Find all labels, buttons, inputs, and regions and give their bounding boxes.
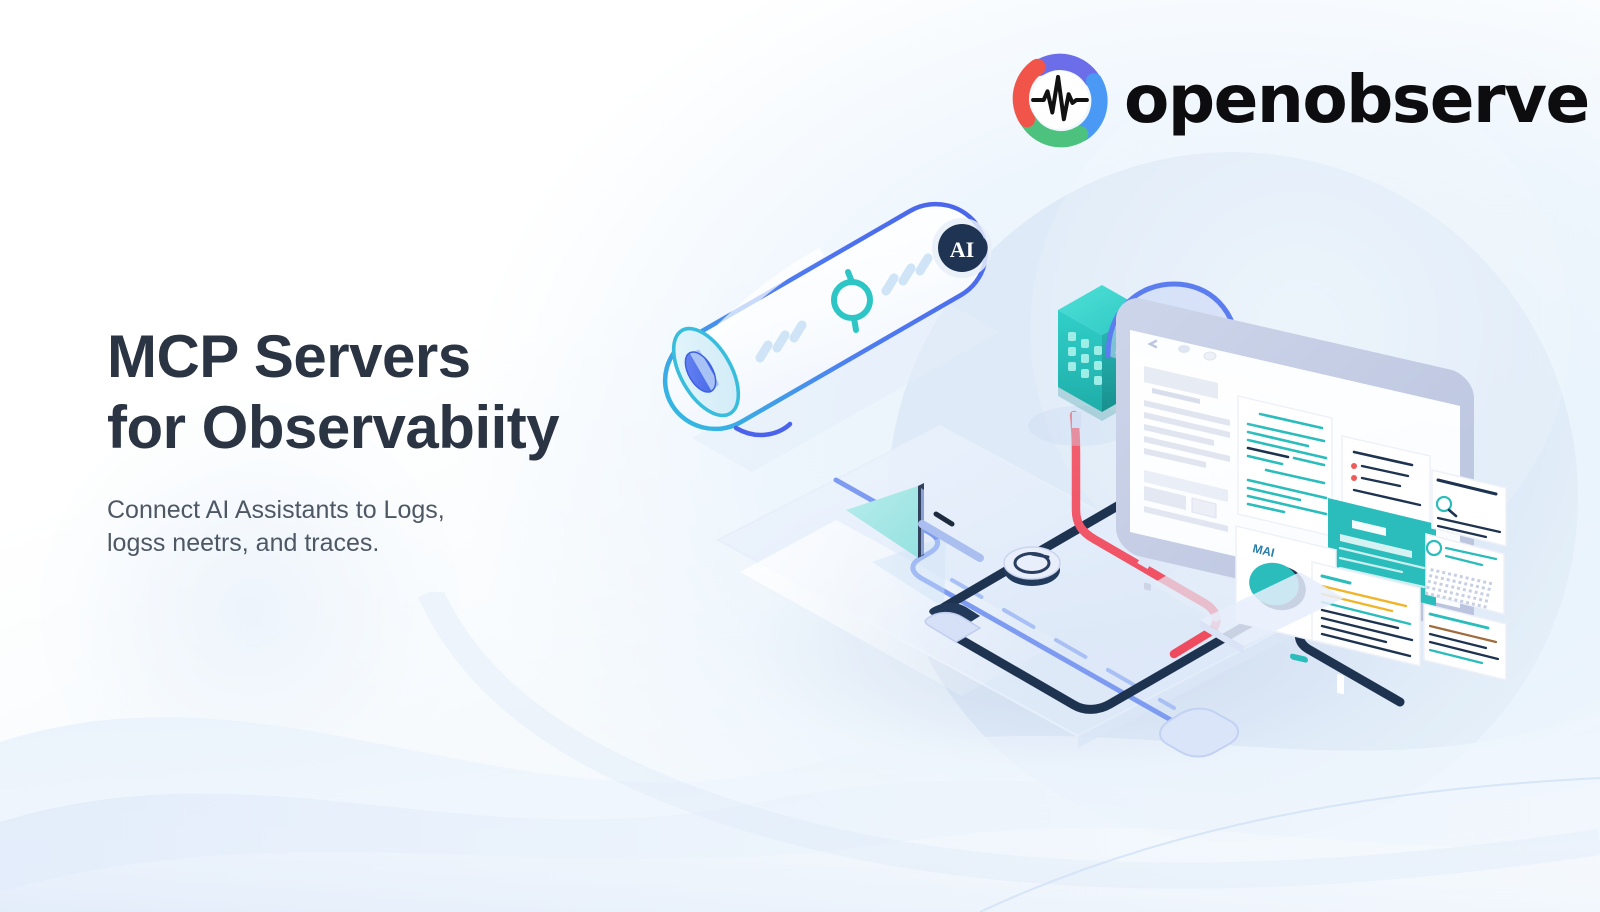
dashboard-sidebar [1144,366,1230,591]
illustration-svg: AI [662,201,1507,770]
ai-badge-label: AI [950,237,974,262]
blue-cable [833,477,1188,731]
isometric-observability-illustration: AI [640,180,1540,800]
monitor-stand [1200,572,1344,654]
log-list-card[interactable] [1237,395,1333,663]
hero-copy: MCP Servers for Observabiity Connect AI … [107,322,727,561]
screen-chrome [1130,330,1460,428]
openobserve-pulse-ring-icon [1012,53,1108,148]
donut-card-title: MAI [1251,541,1276,560]
search-icon [1435,495,1458,518]
cable-collar [1072,412,1081,428]
hero-subtitle: Connect AI Assistants to Logs, logss nee… [107,495,445,558]
ring-connector-pad [924,611,982,643]
blue-cable-connector [1159,707,1239,758]
cable-marker-tick [933,511,955,527]
traces-card[interactable] [1311,561,1421,667]
chrome-dot-2 [1203,351,1217,361]
heatmap-card[interactable] [1424,533,1505,615]
teal-triangle [846,483,984,608]
back-chevron-icon[interactable] [1147,339,1158,349]
heatmap-grid [1424,568,1493,609]
events-card[interactable] [1423,603,1507,681]
brand-logo[interactable]: openobserve [1012,52,1590,148]
brand-wordmark: openobserve [1124,61,1590,138]
capsule-led-bars-right [881,253,933,296]
server-vent-dots [1068,332,1102,385]
capsule-led-bars-left [755,320,807,363]
page-title: MCP Servers for Observabiity [107,323,560,461]
monitor-dashboard: MAI [1116,298,1507,695]
control-knob[interactable] [1003,546,1061,586]
capsule-end-cap [671,326,741,418]
capsule-server: AI [662,201,1000,472]
chrome-dot-1 [1178,345,1190,353]
search-card[interactable] [1431,469,1507,547]
ai-badge: AI [932,218,992,278]
query-node-icon [831,269,873,333]
